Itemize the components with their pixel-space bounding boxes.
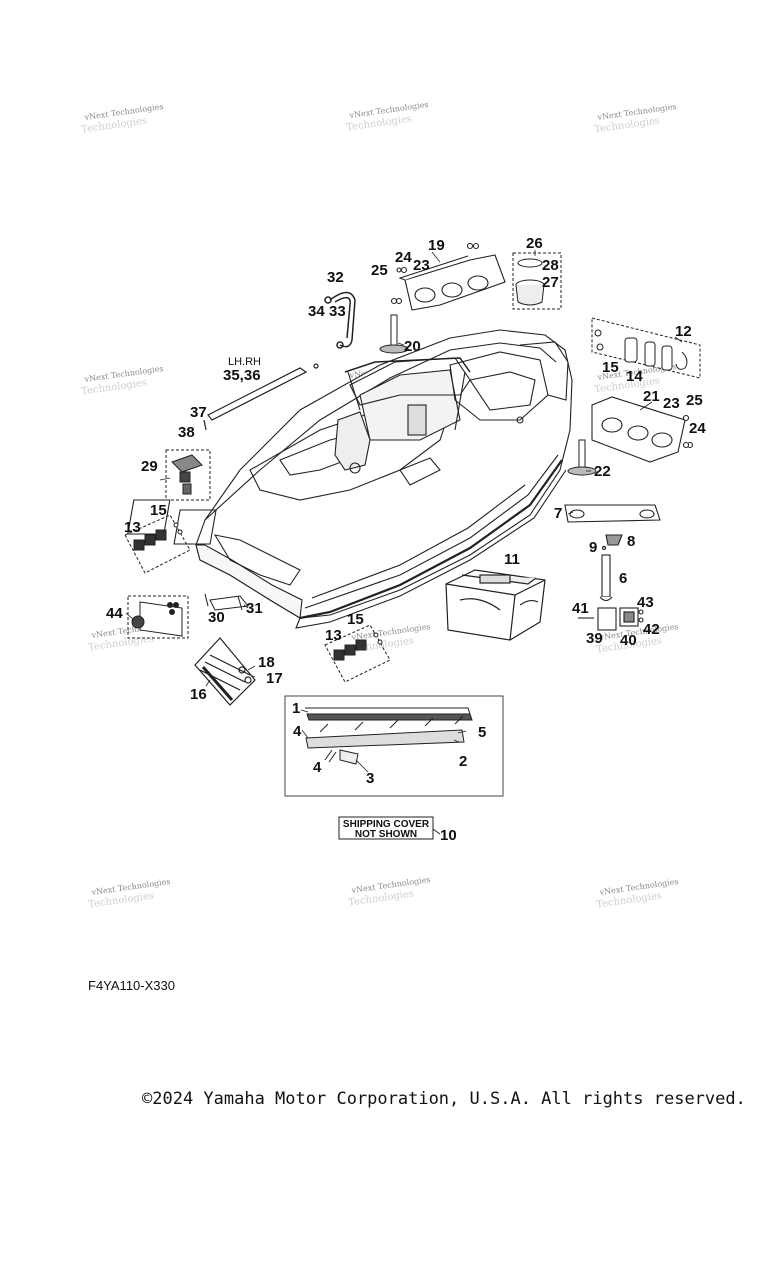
callout-labels: 19 24 25 23 26 28 27 32 34 33 20 LH.RH 3… (106, 235, 706, 787)
callout-38: 38 (178, 424, 195, 441)
callout-13: 13 (124, 519, 141, 536)
callout-30: 30 (208, 609, 225, 626)
part-cup-tray-19 (390, 242, 506, 311)
diagram-code: F4YA110-X330 (88, 978, 175, 993)
callout-41: 41 (572, 600, 589, 617)
watermark: vNext Technologies Technologies (88, 877, 171, 911)
callout-11: 11 (504, 551, 520, 568)
boat-hull-drawing (127, 329, 573, 629)
callout-21: 21 (643, 388, 660, 405)
callout-1: 1 (292, 700, 300, 717)
callout-17: 17 (266, 670, 283, 687)
part-cooler-11 (445, 569, 546, 641)
watermark: vNext Technologies Technologies (594, 102, 677, 136)
part-switch-box-13-left (124, 514, 191, 574)
part-latch-group-39-43 (578, 607, 644, 631)
part-pedestal-20 (379, 314, 409, 354)
rub-rail-inset-box (284, 695, 504, 797)
callout-15: 15 (602, 359, 619, 376)
part-switch-box-13-right (324, 624, 391, 683)
callout-12: 12 (675, 323, 692, 340)
callout-15: 15 (347, 611, 364, 628)
callout-13: 13 (325, 627, 342, 644)
part-cover-plate-7 (564, 504, 661, 523)
callout-44: 44 (106, 605, 123, 622)
callout-2: 2 (459, 753, 467, 770)
part-grab-handle-32 (324, 291, 356, 349)
leader-lines (125, 250, 683, 773)
callout-24: 24 (689, 420, 706, 437)
callout-27: 27 (542, 274, 559, 291)
callout-25: 25 (686, 392, 703, 409)
shipping-note-line2: NOT SHOWN (355, 829, 417, 840)
callout-9: 9 (589, 539, 597, 556)
copyright-notice: ©2024 Yamaha Motor Corporation, U.S.A. A… (142, 1089, 746, 1109)
callout-40: 40 (620, 632, 637, 649)
callout-37: 37 (190, 404, 207, 421)
part-vent-box-29 (165, 449, 211, 501)
callout-31: 31 (246, 600, 263, 617)
callout-3: 3 (366, 770, 374, 787)
callout-26: 26 (526, 235, 543, 252)
callout-24: 24 (395, 249, 412, 266)
callout-6: 6 (619, 570, 627, 587)
part-rail-35-36 (203, 363, 319, 431)
part-cup-tray-21 (591, 396, 694, 463)
callout-28: 28 (542, 257, 559, 274)
callout-8: 8 (627, 533, 635, 550)
watermark: vNext Technologies Technologies (81, 364, 164, 398)
part-cupholder-box-26 (512, 252, 562, 310)
callout-23: 23 (413, 257, 430, 274)
part-post-6 (599, 534, 623, 602)
watermark: vNext Technologies Technologies (346, 100, 429, 134)
shipping-cover-note: SHIPPING COVER NOT SHOWN 10 (338, 816, 457, 844)
callout-10: 10 (440, 827, 457, 844)
watermark: vNext Technologies Technologies (596, 877, 679, 911)
callout-19: 19 (428, 237, 445, 254)
side-label: LH.RH (228, 356, 261, 368)
callout-43: 43 (637, 594, 654, 611)
callout-15: 15 (150, 502, 167, 519)
callout-7: 7 (554, 505, 562, 522)
callout-29: 29 (141, 458, 158, 475)
watermark: vNext Technologies Technologies (81, 102, 164, 136)
callout-33: 33 (329, 303, 346, 320)
part-step-hinge-30-31 (204, 593, 249, 611)
part-ladder-16 (194, 637, 256, 706)
callout-35-36: 35,36 (223, 367, 261, 384)
callout-4: 4 (293, 723, 302, 740)
callout-14: 14 (626, 368, 643, 385)
callout-22: 22 (594, 463, 611, 480)
callout-34: 34 (308, 303, 325, 320)
callout-20: 20 (404, 338, 421, 355)
shipping-note-line1: SHIPPING COVER (343, 819, 430, 830)
callout-32: 32 (327, 269, 344, 286)
callout-5: 5 (478, 724, 486, 741)
callout-39: 39 (586, 630, 603, 647)
watermark: vNext Technologies Technologies (348, 875, 431, 909)
part-hinge-box-12 (591, 317, 701, 379)
callout-25: 25 (371, 262, 388, 279)
part-pedestal-22 (567, 439, 597, 476)
callout-23: 23 (663, 395, 680, 412)
part-plate-box-44 (127, 595, 189, 639)
callout-42: 42 (643, 621, 660, 638)
callout-4: 4 (313, 759, 322, 776)
callout-16: 16 (190, 686, 207, 703)
callout-18: 18 (258, 654, 275, 671)
